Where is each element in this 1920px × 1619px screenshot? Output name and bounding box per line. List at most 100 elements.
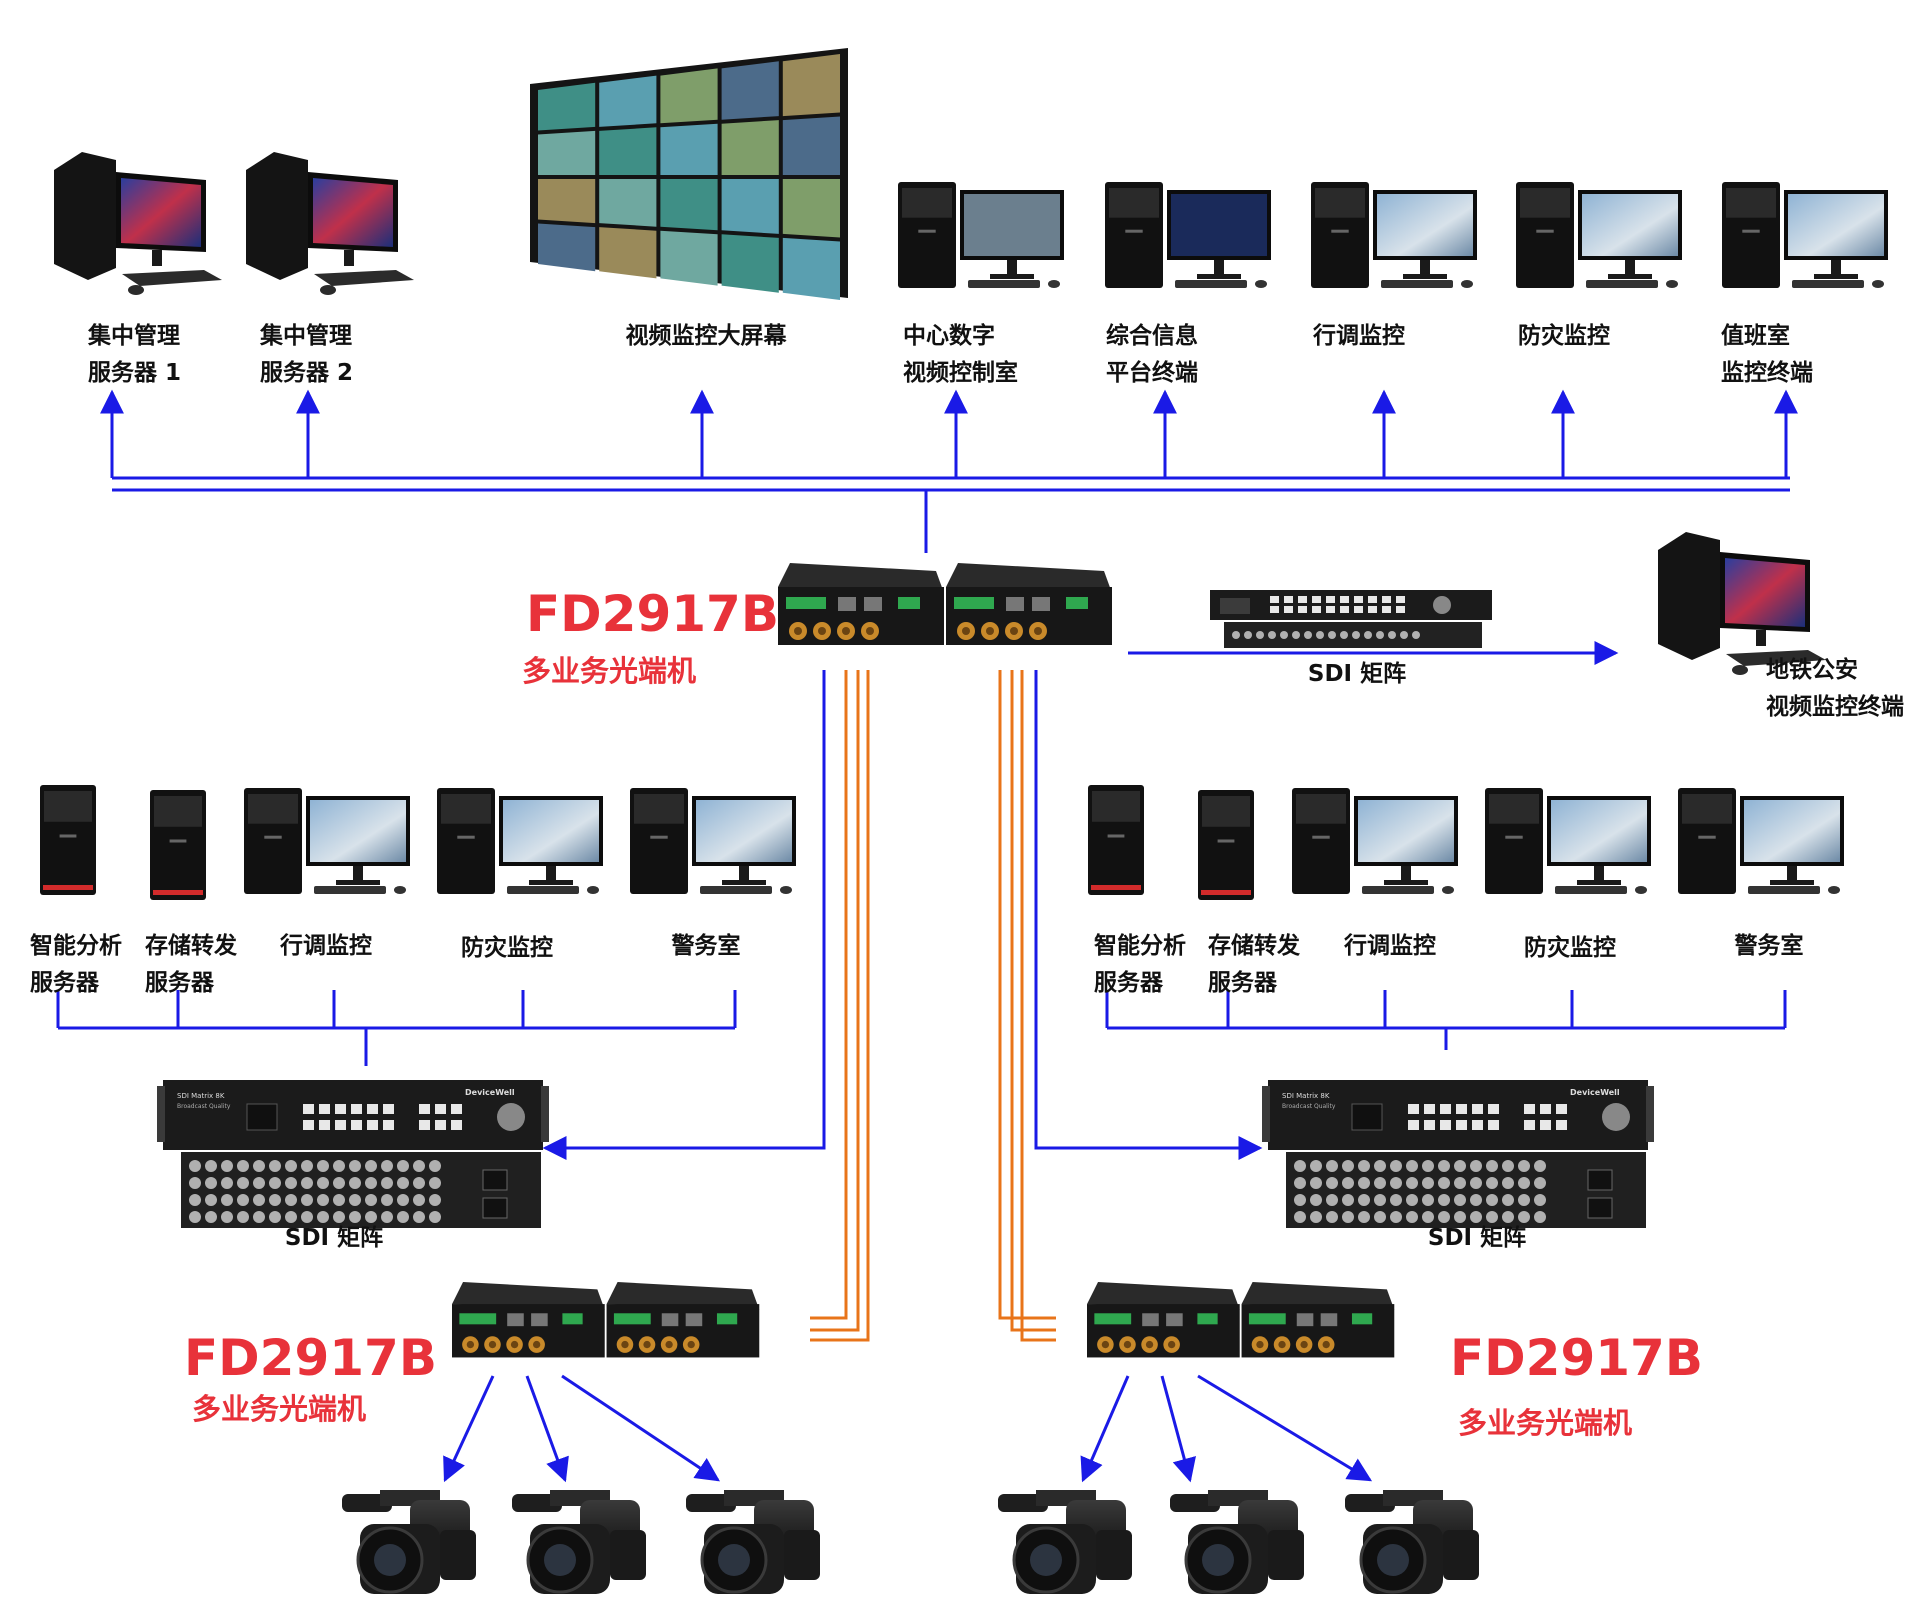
top-label-5-line: 平台终端 xyxy=(1106,360,1198,386)
bnc-center xyxy=(532,1340,541,1349)
left-row-label-5: 警务室 xyxy=(672,928,741,965)
fiber-left-3 xyxy=(810,670,870,1342)
matrix-display xyxy=(1220,598,1250,614)
tower-bay xyxy=(154,796,202,827)
mouse-icon xyxy=(394,886,406,894)
bnc-connector xyxy=(413,1177,425,1189)
tower-bay xyxy=(634,794,684,824)
matrix-knob xyxy=(1433,596,1451,614)
bnc-connector xyxy=(1232,631,1240,639)
camera-mic xyxy=(512,1494,562,1512)
keyboard-icon xyxy=(507,886,599,894)
bnc-connector xyxy=(381,1177,393,1189)
bnc-connector xyxy=(1534,1160,1546,1172)
matrix-button xyxy=(383,1120,394,1130)
keyboard-body xyxy=(1362,886,1434,894)
matrix-button xyxy=(335,1104,346,1114)
bnc-connector xyxy=(1486,1194,1498,1206)
monitor-screen xyxy=(1171,194,1267,256)
power-socket xyxy=(1587,1197,1613,1219)
bnc-connector xyxy=(365,1211,377,1223)
bnc-connector xyxy=(1358,1160,1370,1172)
camera-mic xyxy=(1170,1494,1220,1512)
left-row-label-3: 行调监控 xyxy=(280,928,372,965)
top-label-6: 行调监控 xyxy=(1313,318,1405,355)
keyboard-icon xyxy=(1586,280,1678,288)
bnc-connector xyxy=(349,1194,361,1206)
tower-bay xyxy=(248,794,298,824)
bnc-connector xyxy=(1342,1211,1354,1223)
terminal-block xyxy=(1066,597,1088,609)
bnc-connector xyxy=(413,1160,425,1172)
monitor-icon xyxy=(692,796,796,885)
monitor-stand xyxy=(152,250,162,266)
bnc-connector xyxy=(365,1194,377,1206)
bnc-center xyxy=(510,1340,519,1349)
sdi-matrix-label-right: SDI 矩阵 xyxy=(1427,1225,1527,1251)
right-device-model: FD2917B xyxy=(1450,1329,1703,1387)
keyboard-body xyxy=(1748,886,1820,894)
transceiver-top xyxy=(946,563,1112,593)
pc-tower-icon xyxy=(150,790,206,900)
matrix-button xyxy=(1440,1104,1451,1114)
monitor-base xyxy=(1770,880,1814,885)
mouse-icon xyxy=(587,886,599,894)
bnc-connector xyxy=(413,1211,425,1223)
mouse-icon xyxy=(1732,665,1748,675)
terminal-block xyxy=(613,1313,651,1325)
bnc-connector xyxy=(1486,1211,1498,1223)
bnc-connector xyxy=(1280,631,1288,639)
bnc-connector xyxy=(1358,1194,1370,1206)
pc-tower-icon xyxy=(1198,790,1254,900)
bnc-connector xyxy=(1438,1194,1450,1206)
bnc-connector xyxy=(189,1160,201,1172)
power-socket xyxy=(482,1169,508,1191)
video-wall-screen xyxy=(660,230,718,286)
matrix-button xyxy=(319,1120,330,1130)
keyboard-body xyxy=(968,280,1040,288)
video-wall-screen xyxy=(721,120,779,175)
bnc-connector xyxy=(1502,1194,1514,1206)
bnc-connector xyxy=(1454,1177,1466,1189)
monitor-base xyxy=(1403,274,1447,279)
keyboard-body xyxy=(314,886,386,894)
bnc-connector xyxy=(269,1194,281,1206)
left-row-label-2-line: 存储转发 xyxy=(145,933,237,959)
bnc-connector xyxy=(1518,1160,1530,1172)
bnc-connector xyxy=(237,1177,249,1189)
monitor-screen xyxy=(310,800,406,862)
bnc-connector xyxy=(1294,1211,1306,1223)
fiber-right-2 xyxy=(1010,670,1056,1332)
bnc-connector xyxy=(205,1211,217,1223)
right-row-label-2-line: 服务器 xyxy=(1208,970,1277,996)
matrix-button xyxy=(1354,606,1363,613)
right-row-label-5: 警务室 xyxy=(1735,928,1804,965)
bnc-connector xyxy=(1294,1160,1306,1172)
bnc-connector xyxy=(1422,1160,1434,1172)
matrix-front-panel xyxy=(1268,1080,1648,1150)
tower-bay xyxy=(1489,794,1539,824)
bnc-connector xyxy=(1518,1211,1530,1223)
pc-tower-icon xyxy=(244,788,302,894)
mouse-icon xyxy=(1635,886,1647,894)
keyboard-body xyxy=(1555,886,1627,894)
matrix-front-panel xyxy=(163,1080,543,1150)
tower-logo xyxy=(918,229,936,233)
matrix-button xyxy=(1540,1104,1551,1114)
video-wall-screen xyxy=(782,179,840,238)
monitor-stand xyxy=(1420,260,1430,274)
bnc-connector xyxy=(1438,1160,1450,1172)
right-to-camera-2 xyxy=(1160,1375,1196,1483)
mouse-icon xyxy=(1666,280,1678,288)
monitor-stand xyxy=(1625,260,1635,274)
tower-logo xyxy=(1107,834,1125,838)
keyboard-body xyxy=(1175,280,1247,288)
bnc-connector xyxy=(1358,1211,1370,1223)
top-label-2-line: 集中管理 xyxy=(260,323,352,349)
bnc-center xyxy=(1278,1340,1286,1349)
keyboard-body xyxy=(1586,280,1658,288)
matrix-button xyxy=(1524,1120,1535,1130)
bnc-connector xyxy=(1502,1177,1514,1189)
